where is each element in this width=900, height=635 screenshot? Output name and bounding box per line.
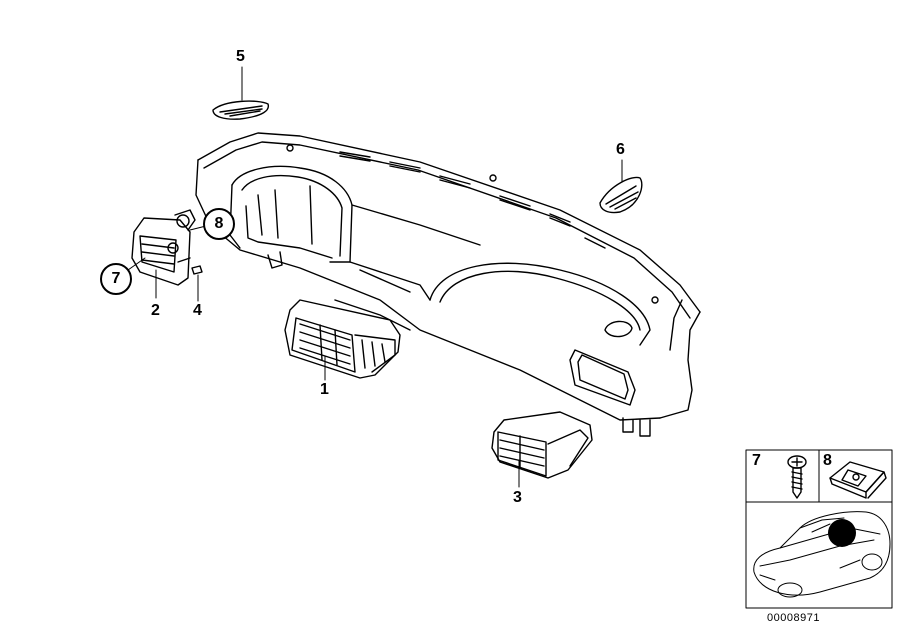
inset-frame xyxy=(745,449,893,609)
left-vent-part-2 xyxy=(131,209,196,286)
cover-part-5 xyxy=(212,100,270,120)
screw-part-7 xyxy=(787,455,807,499)
clip-nut-part-8 xyxy=(829,461,887,499)
inset-label-8: 8 xyxy=(823,452,832,469)
cover-part-6 xyxy=(599,176,643,214)
inset-label-7: 7 xyxy=(752,452,761,469)
callout-6: 6 xyxy=(616,141,625,158)
callout-2: 2 xyxy=(151,302,160,319)
car-locator xyxy=(753,511,891,598)
callout-5: 5 xyxy=(236,48,245,65)
callout-3: 3 xyxy=(513,489,522,506)
diagram-code: 00008971 xyxy=(767,612,820,624)
callout-1: 1 xyxy=(320,381,329,398)
callout-8: 8 xyxy=(203,208,235,240)
callout-4: 4 xyxy=(193,302,202,319)
clip-part-4 xyxy=(191,265,203,275)
dashboard-panel xyxy=(195,132,701,437)
callout-7: 7 xyxy=(100,263,132,295)
location-marker xyxy=(828,519,856,547)
leader-lines xyxy=(127,66,623,488)
center-vent-part-1 xyxy=(284,299,401,379)
right-vent-part-3 xyxy=(491,411,593,479)
